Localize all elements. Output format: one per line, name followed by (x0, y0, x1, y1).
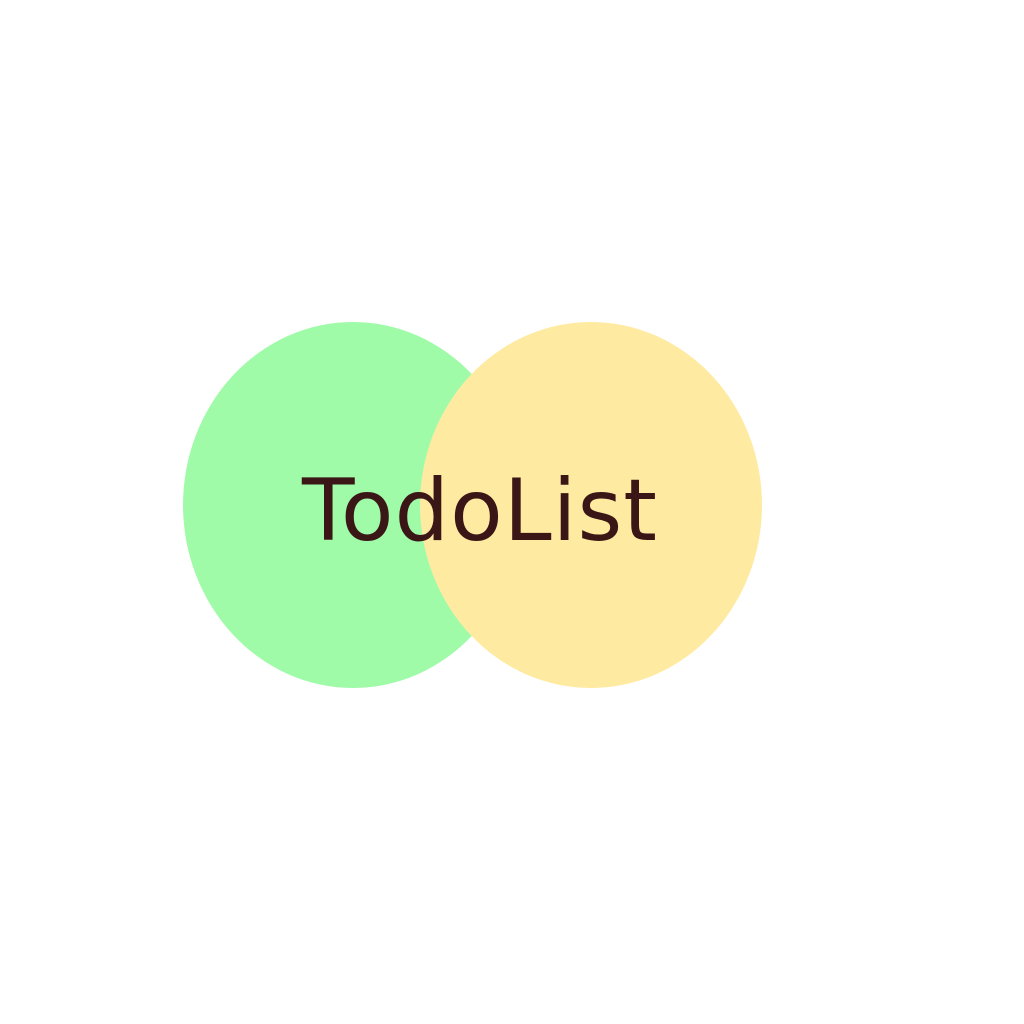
logo-title: TodoList (301, 461, 659, 561)
yellow-circle (420, 322, 762, 688)
